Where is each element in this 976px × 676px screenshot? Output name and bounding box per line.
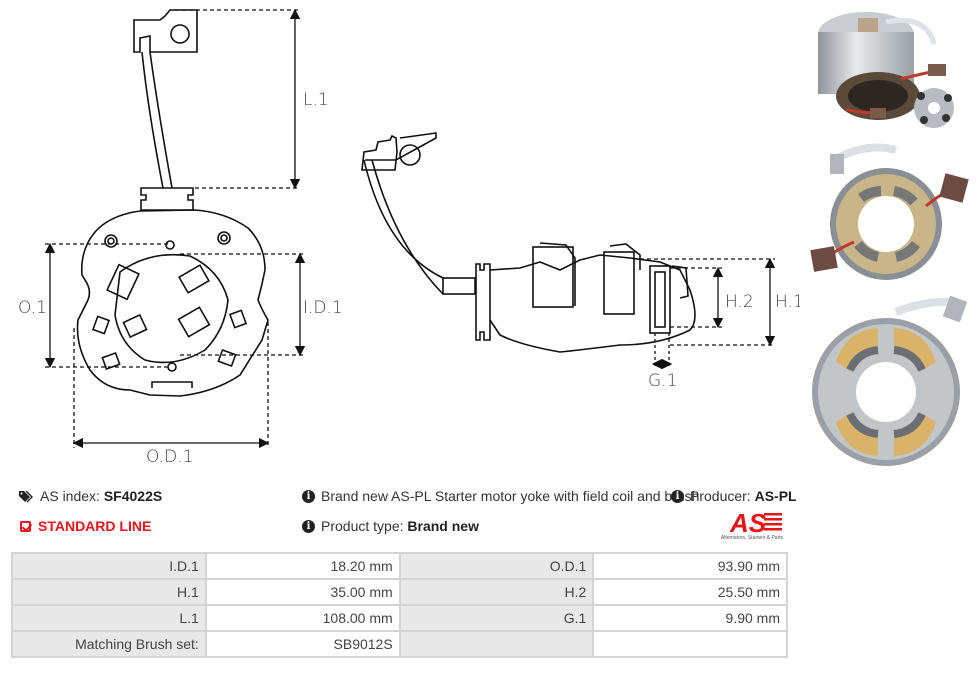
side-view — [361, 132, 696, 353]
as-index-value: SF4022S — [103, 488, 163, 504]
product-type-value: Brand new — [407, 518, 479, 534]
tags-icon — [19, 490, 34, 503]
as-logo-mark: AS — [729, 508, 782, 538]
logo-subtitle: Alternators, Starters & Parts — [720, 535, 784, 541]
product-type-label: Product type: — [321, 518, 404, 534]
product-photo-3[interactable] — [806, 292, 972, 470]
front-view-terminal — [133, 9, 198, 189]
info-circle-icon: i — [302, 489, 315, 503]
spec-value: 108.00 mm — [204, 604, 401, 632]
matching-brush-set-link[interactable]: SB9012S — [204, 630, 401, 658]
technical-drawing: L.1 O.1 I.D.1 O.D.1 H.2 H.1 G.1 — [18, 8, 800, 467]
spec-label: H.1 — [11, 578, 207, 606]
product-photo-1[interactable] — [806, 4, 972, 128]
spec-label: G.1 — [398, 604, 595, 632]
producer-value: AS-PL — [754, 488, 797, 504]
description: i Brand new AS-PL Starter motor yoke wit… — [302, 488, 699, 504]
as-index-label: AS index: — [40, 488, 100, 504]
table-row: Matching Brush set: SB9012S — [11, 630, 788, 658]
spec-value: 25.50 mm — [592, 578, 788, 606]
label-id1: I.D.1 — [303, 298, 343, 318]
standard-line-badge: STANDARD LINE — [20, 518, 151, 534]
spec-value: 9.90 mm — [592, 604, 788, 632]
spec-value — [592, 630, 788, 658]
front-view-dimensions — [44, 8, 306, 449]
info-circle-icon: i — [671, 489, 684, 503]
spec-label: L.1 — [11, 604, 207, 632]
logo-text: AS — [729, 508, 767, 536]
spec-label — [398, 630, 595, 658]
product-photo-2[interactable] — [806, 136, 972, 284]
table-row: I.D.1 18.20 mm O.D.1 93.90 mm — [11, 552, 788, 580]
label-g1: G.1 — [648, 371, 677, 391]
producer: i Producer: AS-PL — [671, 488, 797, 504]
front-view-plate — [76, 187, 269, 397]
spec-label: O.D.1 — [398, 552, 595, 580]
spec-value: 93.90 mm — [592, 552, 788, 580]
as-logo[interactable]: AS Alternators, Starters & Parts — [712, 508, 792, 542]
side-view-dimensions — [640, 257, 776, 370]
producer-label: Producer: — [690, 488, 751, 504]
standard-line-label: STANDARD LINE — [38, 518, 152, 534]
info-circle-icon: i — [302, 519, 315, 533]
spec-value: 35.00 mm — [204, 578, 401, 606]
table-row: H.1 35.00 mm H.2 25.50 mm — [11, 578, 788, 606]
label-l1: L.1 — [303, 90, 329, 110]
spec-label: H.2 — [398, 578, 595, 606]
as-index: AS index: SF4022S — [19, 488, 162, 504]
spec-label: I.D.1 — [11, 552, 207, 580]
label-o1: O.1 — [18, 298, 47, 318]
product-type: i Product type: Brand new — [302, 518, 479, 534]
spec-value: 18.20 mm — [204, 552, 401, 580]
spec-label: Matching Brush set: — [11, 630, 207, 658]
table-row: L.1 108.00 mm G.1 9.90 mm — [11, 604, 788, 632]
check-square-icon — [20, 520, 31, 532]
label-h2: H.2 — [725, 292, 754, 312]
label-h1: H.1 — [775, 292, 800, 312]
label-od1: O.D.1 — [146, 447, 193, 467]
description-text: Brand new AS-PL Starter motor yoke with … — [321, 488, 700, 504]
specs-table: I.D.1 18.20 mm O.D.1 93.90 mm H.1 35.00 … — [11, 552, 788, 658]
